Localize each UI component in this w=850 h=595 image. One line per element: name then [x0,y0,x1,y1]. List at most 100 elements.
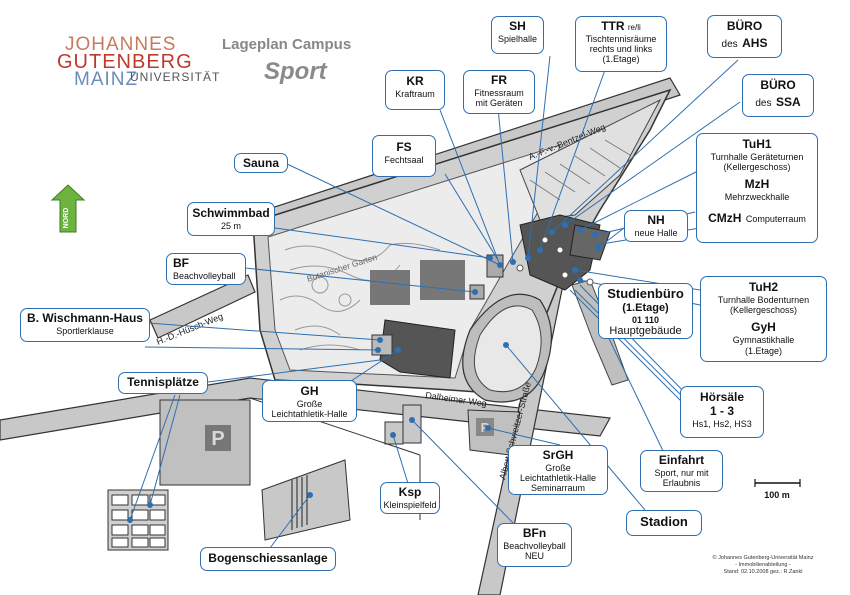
location-dots [127,222,601,523]
tuh2-desc-1: Turnhalle Bodenturnen [717,294,810,305]
bfn-desc-2: NEU [524,551,544,562]
fs-title: FS [396,140,412,154]
label-nh[interactable]: NH neue Halle [624,210,688,242]
ahs-des: des [721,38,738,50]
bfn-title: BFn [522,526,547,540]
srgh-desc-2: Leichtathletik-Halle [519,473,597,484]
gyh-desc-2: (1.Etage) [744,345,783,356]
label-buero-ahs[interactable]: BÜRO des AHS [707,15,782,58]
label-sauna[interactable]: Sauna [234,153,288,173]
ksp-title: Ksp [398,485,422,499]
cmzh-desc: Computerraum [745,213,806,224]
schwimmbad-title: Schwimmbad [192,206,270,220]
footer-credits: © Johannes Gutenberg-Universität Mainz -… [708,555,818,576]
kr-title: KR [406,74,424,88]
ssa-des: des [755,97,772,109]
label-studienbuero[interactable]: Studienbüro (1.Etage) 01 110 Hauptgebäud… [598,283,693,339]
parking-sign-1 [205,425,231,451]
gyh-desc-1: Gymnastikhalle [732,335,795,346]
label-tuh2[interactable]: TuH2 Turnhalle Bodenturnen (Kellergescho… [700,276,827,362]
tuh1-desc-1: Turnhalle Geräteturnen [710,151,804,162]
archery-lines [291,475,308,530]
building-area-north [519,98,662,221]
nh-desc: neue Halle [634,227,678,238]
nh-title: NH [647,213,665,227]
srgh-title: SrGH [542,448,574,462]
fs-desc: Fechtsaal [384,154,424,165]
court-rows [370,260,465,305]
label-hoersaele[interactable]: Hörsäle 1 - 3 Hs1, Hs2, HS3 [680,386,764,438]
sauna-title: Sauna [242,156,279,170]
label-srgh[interactable]: SrGH Große Leichtathletik-Halle Seminarr… [508,445,608,495]
ssa-title: BÜRO [760,78,796,92]
label-buero-ssa[interactable]: BÜRO des SSA [742,74,814,117]
gyh-title: GyH [751,320,776,335]
label-wischmann[interactable]: B. Wischmann-Haus Sportlerklause [20,308,150,342]
srgh-desc-3: Seminarraum [530,483,586,494]
hatch-north [529,139,631,201]
kr-desc: Kraftraum [395,88,435,99]
cmzh-row: CMzH Computerraum [697,209,817,227]
mzh-title: MzH [744,177,770,192]
label-ksp[interactable]: Ksp Kleinspielfeld [380,482,440,514]
bfn-desc-1: Beachvolleyball [503,540,566,551]
ttr-side: re/li [627,23,641,32]
tuh1-desc-2: (Kellergeschoss) [723,162,791,173]
label-fs[interactable]: FS Fechtsaal [372,135,436,177]
stadion-title: Stadion [640,514,688,529]
studien-building: Hauptgebäude [609,324,682,337]
label-ttr[interactable]: TTR re/li Tischtennisräume rechts und li… [575,16,667,72]
ttr-desc-3: (1.Etage) [602,54,640,65]
parking-letter-1: P [211,428,224,450]
label-bfn[interactable]: BFn Beachvolleyball NEU [497,523,572,567]
gh-desc-2: Leichtathletik-Halle [271,409,348,420]
footer-line-1: © Johannes Gutenberg-Universität Mainz [712,555,814,561]
hoersaele-range: 1 - 3 [709,403,734,418]
nh-building [569,224,611,261]
page-subtitle: Sport [264,58,327,85]
label-tuh1[interactable]: TuH1 Turnhalle Geräteturnen (Kellergesch… [696,133,818,243]
label-sh[interactable]: SH Spielhalle [491,16,544,54]
schwimmbad-desc: 25 m [220,220,241,231]
scale-bar: 100 m [754,479,801,500]
sh-desc: Spielhalle [497,33,538,44]
studien-title: Studienbüro [607,286,684,301]
tuh2-desc-2: (Kellergeschoss) [729,305,798,316]
einfahrt-desc-2: Erlaubnis [662,478,701,489]
wischmann-desc: Sportlerklause [56,325,114,336]
white-dots [516,236,594,286]
tennis-title: Tennisplätze [127,375,199,389]
label-fr[interactable]: FR Fitnessraum mit Geräten [463,70,535,114]
label-gh[interactable]: GH Große Leichtathletik-Halle [262,380,357,422]
footer-line-2: - Immobilienabteilung - [735,561,791,568]
label-bf[interactable]: BF Beachvolleyball [166,253,246,285]
label-tennis[interactable]: Tennisplätze [118,372,208,394]
label-kr[interactable]: KR Kraftraum [385,70,445,110]
parking-sign-2 [476,418,494,436]
logo-johannes: JOHANNES [65,34,177,55]
stadium-track [473,305,542,393]
bf-title: BF [173,256,189,270]
ttr-desc-1: Tischtennisräume [585,33,657,44]
label-bogen[interactable]: Bogenschiessanlage [200,547,336,571]
cmzh-title: CMzH [708,210,742,225]
bf-desc: Beachvolleyball [173,270,236,281]
logo-universitaet: UNIVERSITÄT [130,70,221,84]
einfahrt-desc-1: Sport, nur mit [654,467,709,478]
logo-gutenberg: GUTENBERG [57,51,193,73]
footer-line-3: Stand: 02.10.2008 gez.: R.Zankl [723,568,803,575]
ksp-desc: Kleinspielfeld [383,499,437,510]
fr-desc-1: Fitnessraum [474,87,524,98]
wischmann-title: B. Wischmann-Haus [27,311,143,325]
hoersaele-title: Hörsäle [699,390,745,404]
ttr-desc-2: rechts und links [589,44,653,55]
fr-desc-2: mit Geräten [475,98,523,109]
label-schwimmbad[interactable]: Schwimmbad 25 m [187,202,275,236]
studien-room: 01 110 [631,314,660,325]
label-stadion[interactable]: Stadion [626,510,702,536]
label-einfahrt[interactable]: Einfahrt Sport, nur mit Erlaubnis [640,450,723,492]
ssa-name: SSA [775,94,801,109]
logo-mainz: MAINZ [74,69,139,90]
svg-text:100 m: 100 m [764,490,790,500]
svg-text:NORD: NORD [63,208,70,229]
